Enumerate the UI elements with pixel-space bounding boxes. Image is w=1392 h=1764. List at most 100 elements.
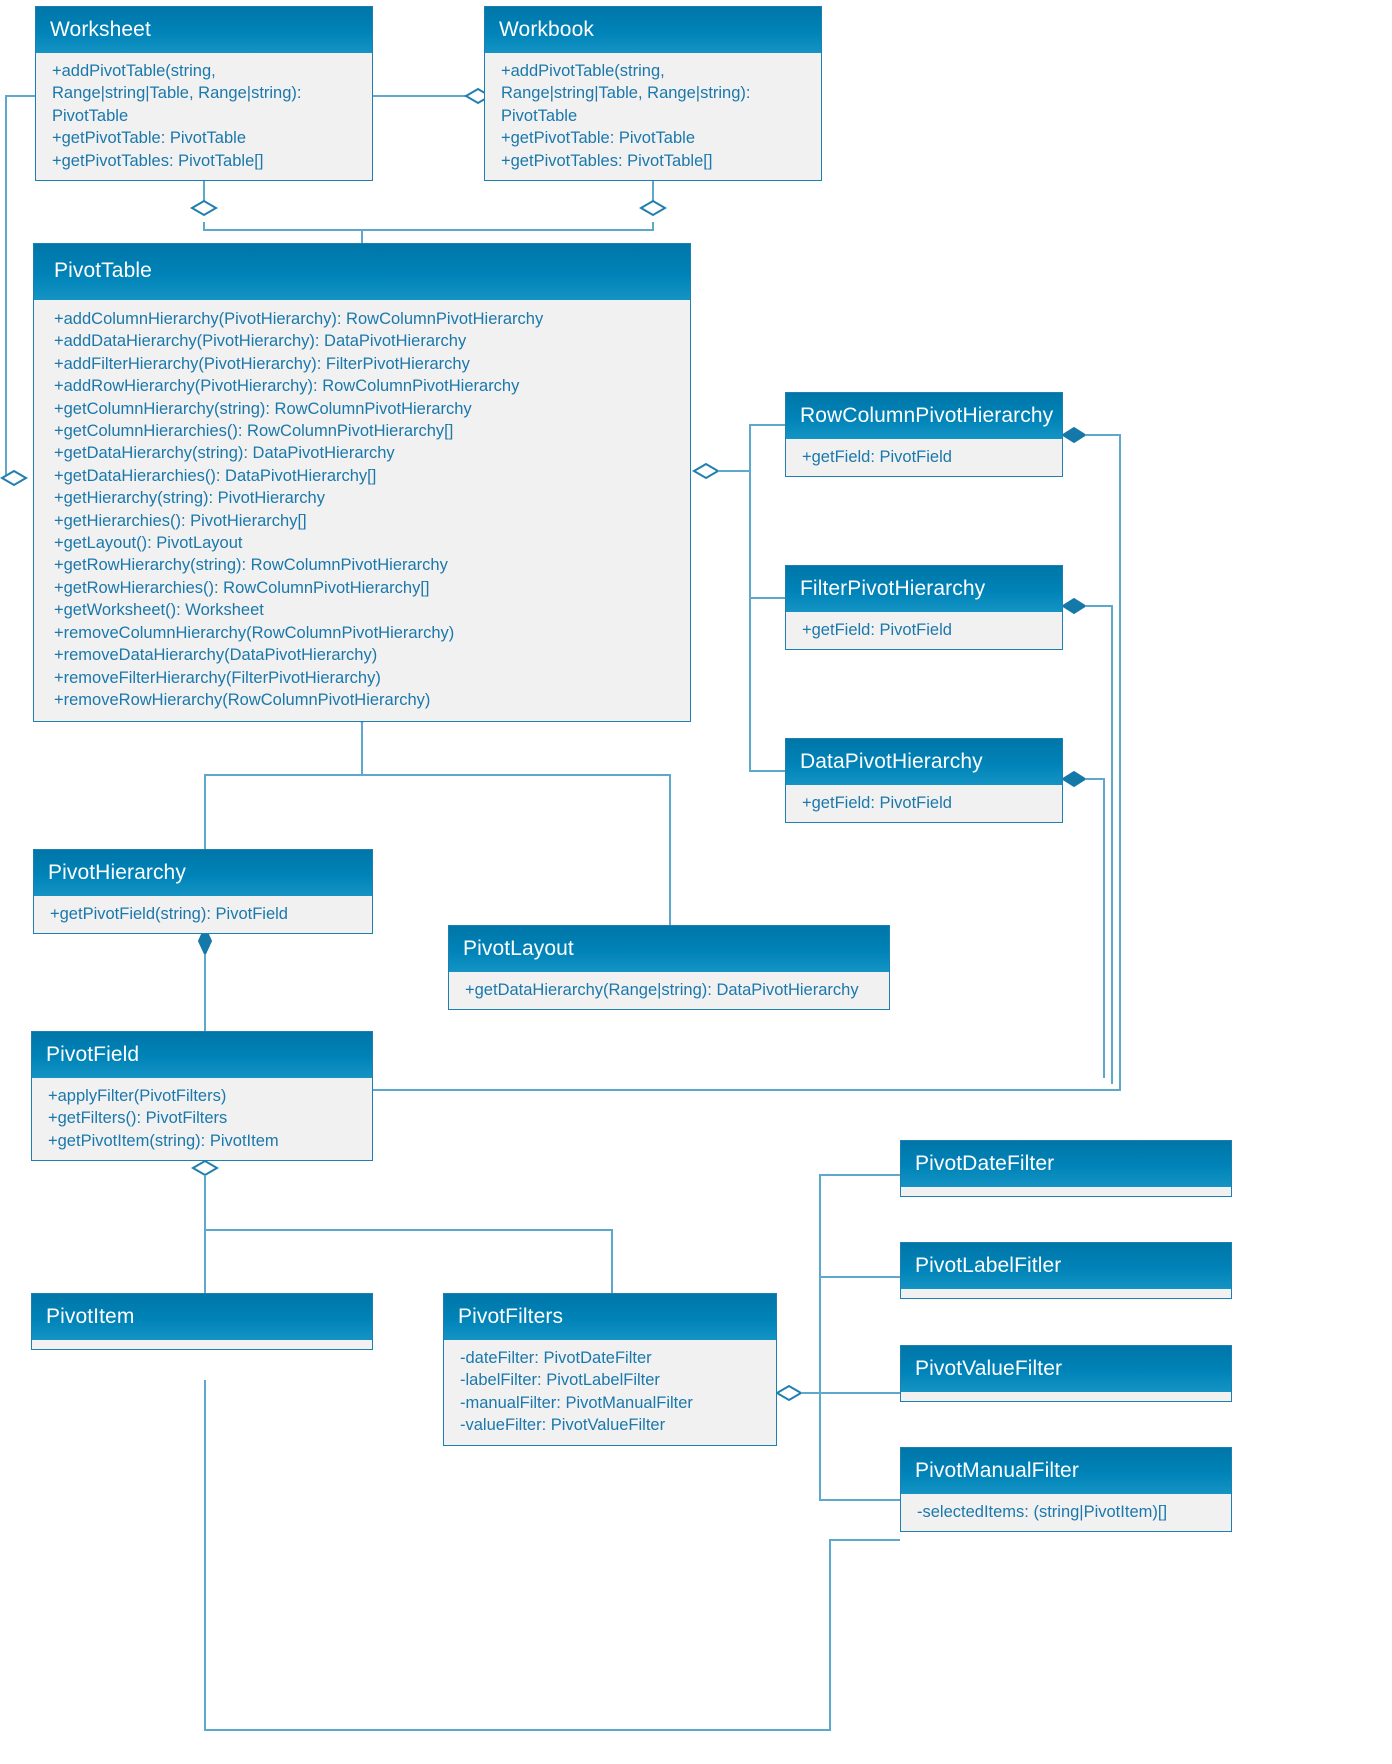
class-box-workbook[interactable]: Workbook +addPivotTable(string, Range|st… xyxy=(484,6,822,182)
diamond-workbook-pivottable xyxy=(639,199,667,217)
class-title-filterpivothierarchy: FilterPivotHierarchy xyxy=(786,566,1062,612)
class-title-worksheet: Worksheet xyxy=(36,7,372,53)
class-title-pivotvaluefilter: PivotValueFilter xyxy=(901,1346,1231,1392)
edge-workbook-to-pivottable xyxy=(362,222,654,231)
class-member: +addColumnHierarchy(PivotHierarchy): Row… xyxy=(54,310,544,328)
class-members-pivotlayout: +getDataHierarchy(Range|string): DataPiv… xyxy=(449,972,889,1010)
class-member: +removeFilterHierarchy(FilterPivotHierar… xyxy=(54,668,381,687)
class-member: +addRowHierarchy(PivotHierarchy): RowCol… xyxy=(54,377,520,396)
class-member: +getHierarchy(string): PivotHierarchy xyxy=(54,489,325,508)
edge-pivotfield-to-pivotfilters xyxy=(205,1229,613,1293)
class-title-datapivothierarchy: DataPivotHierarchy xyxy=(786,739,1062,785)
class-member: +addPivotTable(string, Range|string|Tabl… xyxy=(52,62,302,125)
class-member: +getPivotTables: PivotTable[] xyxy=(501,151,713,170)
edge-to-rowcolumnpivothierarchy xyxy=(718,424,785,472)
class-member: +getLayout(): PivotLayout xyxy=(54,534,243,553)
edge-worksheet-to-pivottable xyxy=(203,222,363,243)
class-member: +getWorksheet(): Worksheet xyxy=(54,601,264,620)
class-member: +getPivotField(string): PivotField xyxy=(50,905,288,923)
diamond-worksheet-pivottable xyxy=(190,199,218,217)
class-box-filterpivothierarchy[interactable]: FilterPivotHierarchy +getField: PivotFie… xyxy=(785,565,1063,651)
class-members-pivothierarchy: +getPivotField(string): PivotField xyxy=(34,896,372,934)
class-title-pivotdatefilter: PivotDateFilter xyxy=(901,1141,1231,1187)
class-member: +getPivotTable: PivotTable xyxy=(52,129,246,148)
edge-filters-to-manualfilter xyxy=(819,1393,900,1501)
class-member: -dateFilter: PivotDateFilter xyxy=(460,1349,652,1367)
class-member: +removeColumnHierarchy(RowColumnPivotHie… xyxy=(54,623,455,642)
class-title-pivotfield: PivotField xyxy=(32,1032,372,1078)
edge-pivottable-to-worksheet-loop xyxy=(5,95,35,479)
class-members-pivotdatefilter xyxy=(901,1187,1231,1196)
class-member: +getField: PivotField xyxy=(802,448,952,466)
class-members-rowcolumnpivothierarchy: +getField: PivotField xyxy=(786,439,1062,477)
class-member: +getDataHierarchy(Range|string): DataPiv… xyxy=(465,981,859,999)
edge-filters-to-datefilter xyxy=(801,1174,900,1394)
class-member: +getPivotTables: PivotTable[] xyxy=(52,151,264,170)
class-members-datapivothierarchy: +getField: PivotField xyxy=(786,785,1062,823)
edge-filter-to-pivotfield xyxy=(1085,605,1113,1084)
class-member: +getDataHierarchies(): DataPivotHierarch… xyxy=(54,466,377,485)
class-title-pivothierarchy: PivotHierarchy xyxy=(34,850,372,896)
class-members-pivotfield: +applyFilter(PivotFilters) +getFilters()… xyxy=(32,1078,372,1161)
diamond-filter-field xyxy=(1061,597,1087,615)
class-member: +getColumnHierarchies(): RowColumnPivotH… xyxy=(54,422,454,441)
class-member: +addFilterHierarchy(PivotHierarchy): Fil… xyxy=(54,354,470,373)
class-member: -selectedItems: (string|PivotItem)[] xyxy=(917,1503,1168,1521)
class-member: -manualFilter: PivotManualFilter xyxy=(460,1393,693,1412)
class-members-pivottable: +addColumnHierarchy(PivotHierarchy): Row… xyxy=(34,300,690,722)
diamond-pivotfilters-right xyxy=(775,1384,803,1402)
class-members-workbook: +addPivotTable(string, Range|string|Tabl… xyxy=(485,53,821,181)
edge-to-filterpivothierarchy xyxy=(749,471,785,599)
diamond-rowcolumn-field xyxy=(1061,426,1087,444)
class-box-datapivothierarchy[interactable]: DataPivotHierarchy +getField: PivotField xyxy=(785,738,1063,824)
class-member: +getFilters(): PivotFilters xyxy=(48,1109,228,1128)
class-member: +getRowHierarchy(string): RowColumnPivot… xyxy=(54,556,448,575)
class-members-pivotitem xyxy=(32,1340,372,1349)
class-box-pivotfield[interactable]: PivotField +applyFilter(PivotFilters) +g… xyxy=(31,1031,373,1162)
class-box-pivotmanualfilter[interactable]: PivotManualFilter -selectedItems: (strin… xyxy=(900,1447,1232,1533)
class-member: +getPivotTable: PivotTable xyxy=(501,129,695,148)
class-member: -valueFilter: PivotValueFilter xyxy=(460,1416,666,1435)
edge-to-datapivothierarchy xyxy=(749,598,785,772)
class-box-pivotdatefilter[interactable]: PivotDateFilter xyxy=(900,1140,1232,1197)
class-member: +getDataHierarchy(string): DataPivotHier… xyxy=(54,444,395,463)
class-member: +removeRowHierarchy(RowColumnPivotHierar… xyxy=(54,690,431,709)
class-member: +getHierarchies(): PivotHierarchy[] xyxy=(54,511,307,530)
class-box-pivotlabelfilter[interactable]: PivotLabelFitler xyxy=(900,1242,1232,1299)
class-title-pivotfilters: PivotFilters xyxy=(444,1294,776,1340)
class-member: -labelFilter: PivotLabelFilter xyxy=(460,1371,660,1390)
class-title-pivotlabelfilter: PivotLabelFitler xyxy=(901,1243,1231,1289)
class-member: +addDataHierarchy(PivotHierarchy): DataP… xyxy=(54,332,467,351)
class-title-pivotmanualfilter: PivotManualFilter xyxy=(901,1448,1231,1494)
class-members-pivotmanualfilter: -selectedItems: (string|PivotItem)[] xyxy=(901,1494,1231,1532)
diamond-data-field xyxy=(1061,770,1087,788)
class-member: +applyFilter(PivotFilters) xyxy=(48,1087,227,1105)
class-box-worksheet[interactable]: Worksheet +addPivotTable(string, Range|s… xyxy=(35,6,373,182)
edge-filters-to-labelfilter xyxy=(819,1276,900,1393)
diamond-pivottable-hierarchies xyxy=(692,462,720,480)
class-members-pivotfilters: -dateFilter: PivotDateFilter -labelFilte… xyxy=(444,1340,776,1445)
class-member: +removeDataHierarchy(DataPivotHierarchy) xyxy=(54,646,378,665)
class-member: +getColumnHierarchy(string): RowColumnPi… xyxy=(54,399,472,418)
class-box-pivotlayout[interactable]: PivotLayout +getDataHierarchy(Range|stri… xyxy=(448,925,890,1011)
class-title-pivottable: PivotTable xyxy=(34,244,690,300)
class-box-pivottable[interactable]: PivotTable +addColumnHierarchy(PivotHier… xyxy=(33,243,691,723)
class-box-pivotvaluefilter[interactable]: PivotValueFilter xyxy=(900,1345,1232,1402)
class-members-pivotlabelfilter xyxy=(901,1289,1231,1298)
class-member: +getField: PivotField xyxy=(802,794,952,812)
diamond-pivottable-worksheet xyxy=(0,469,28,487)
class-box-pivothierarchy[interactable]: PivotHierarchy +getPivotField(string): P… xyxy=(33,849,373,935)
class-box-rowcolumnpivothierarchy[interactable]: RowColumnPivotHierarchy +getField: Pivot… xyxy=(785,392,1063,478)
class-members-filterpivothierarchy: +getField: PivotField xyxy=(786,612,1062,650)
class-box-pivotfilters[interactable]: PivotFilters -dateFilter: PivotDateFilte… xyxy=(443,1293,777,1446)
class-box-pivotitem[interactable]: PivotItem xyxy=(31,1293,373,1350)
class-member: +getRowHierarchies(): RowColumnPivotHier… xyxy=(54,578,430,597)
class-title-pivotitem: PivotItem xyxy=(32,1294,372,1340)
class-title-rowcolumnpivothierarchy: RowColumnPivotHierarchy xyxy=(786,393,1062,439)
class-members-pivotvaluefilter xyxy=(901,1392,1231,1401)
edge-pivottable-to-pivothierarchy xyxy=(204,722,363,849)
edge-data-to-pivotfield xyxy=(1085,778,1105,1078)
class-member: +addPivotTable(string, Range|string|Tabl… xyxy=(501,62,751,125)
class-member: +getField: PivotField xyxy=(802,621,952,639)
